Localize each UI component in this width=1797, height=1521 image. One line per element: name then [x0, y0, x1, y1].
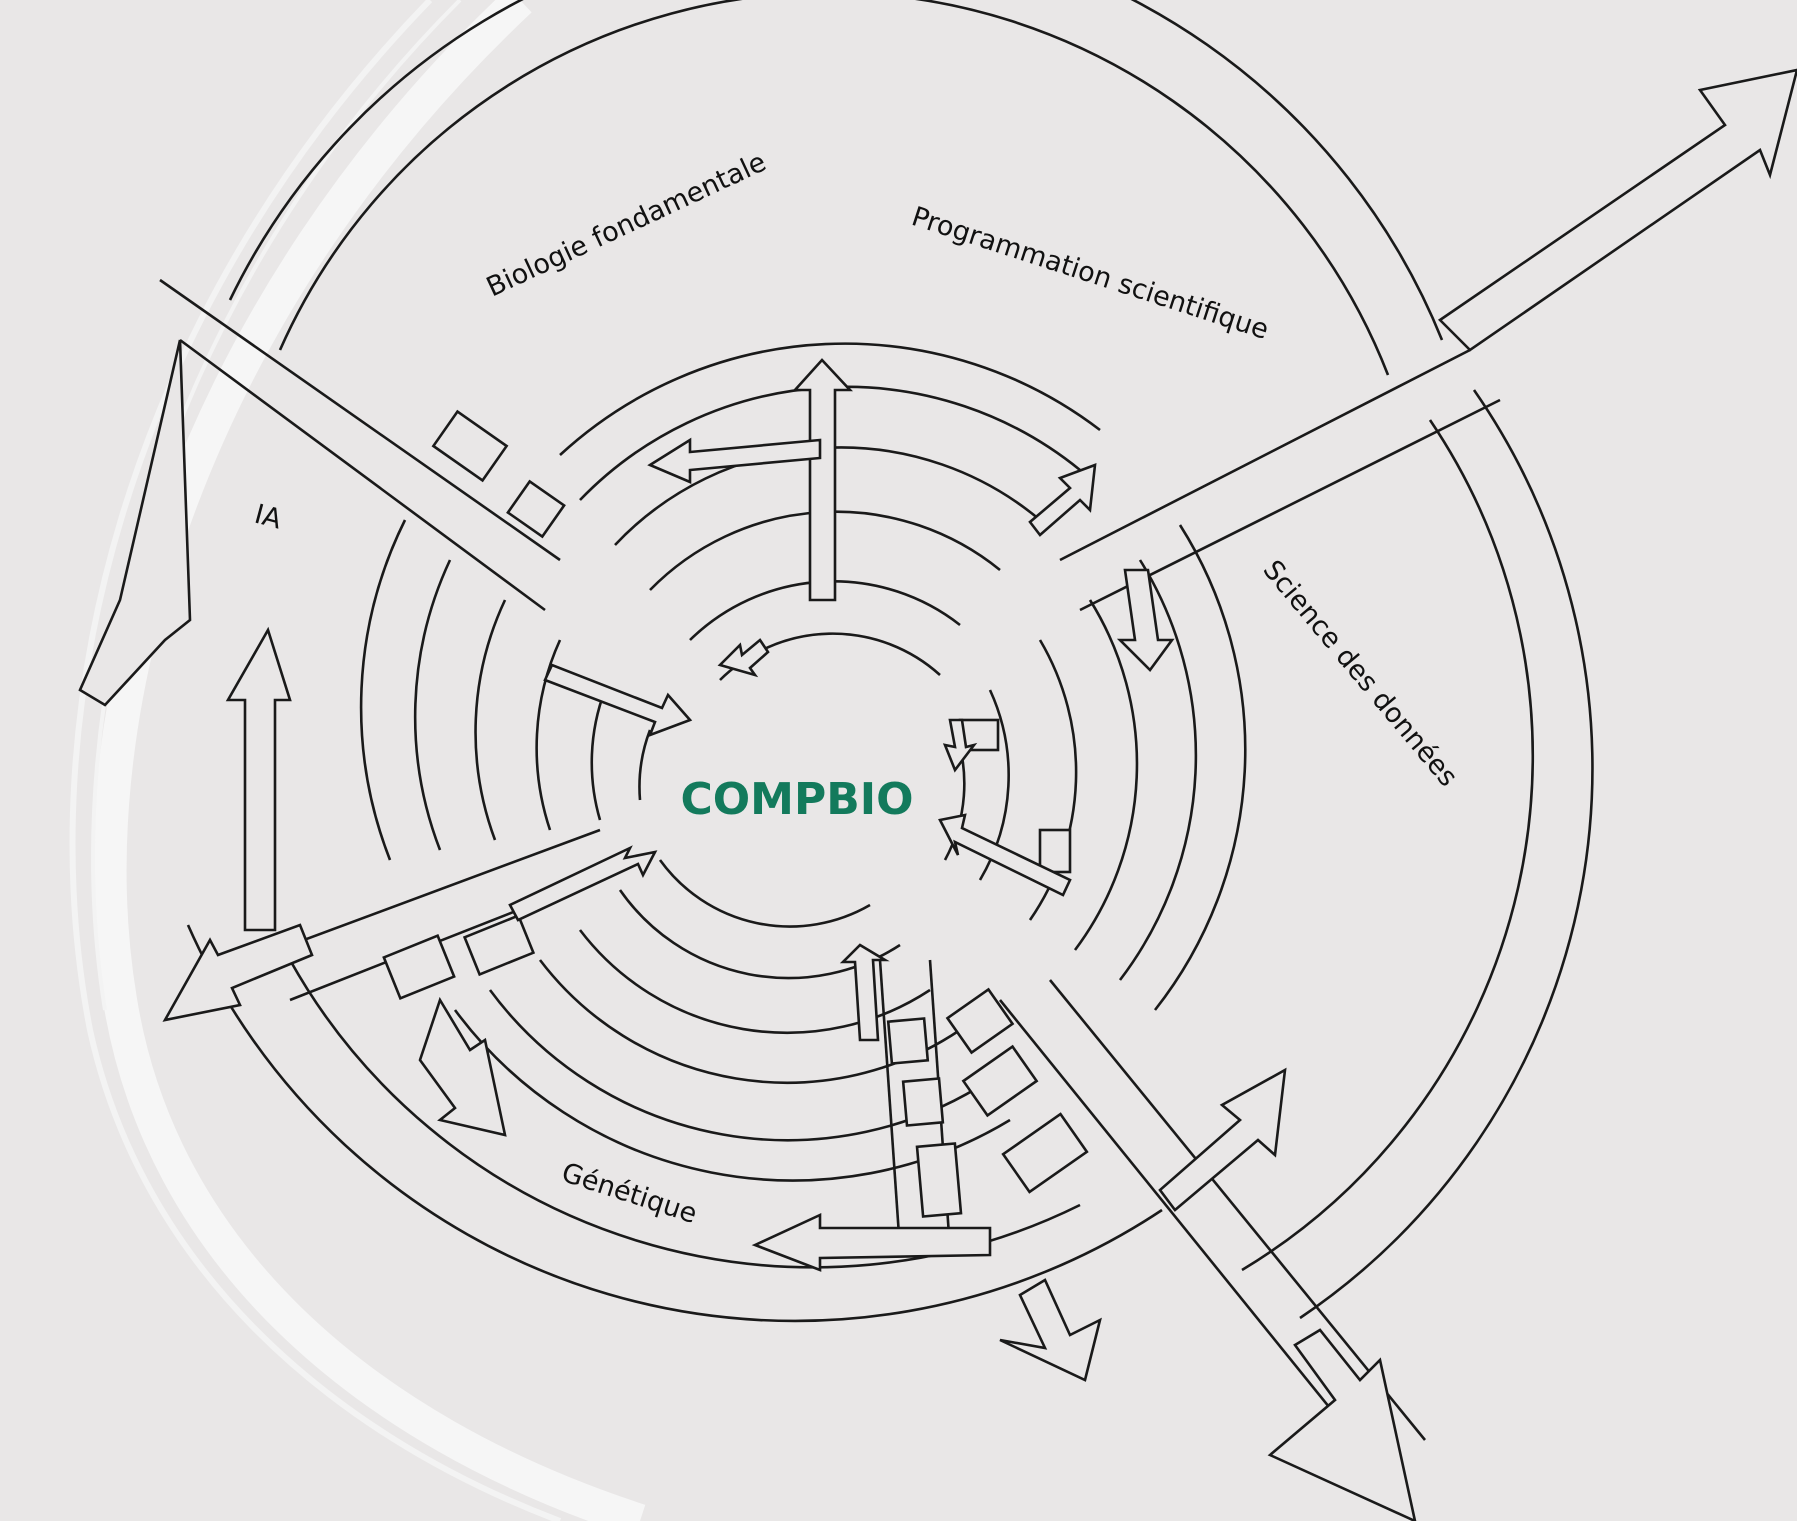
- corridor-blocks: [382, 409, 1089, 1218]
- maze-arrows: [78, 68, 1797, 1521]
- arrow-up-ia: [225, 626, 292, 932]
- arrow-up-bottom: [839, 943, 890, 1042]
- arrow-inner-right: [942, 718, 978, 773]
- arrow-inner-left: [717, 638, 770, 678]
- arrow-left-bottom: [751, 1212, 992, 1272]
- arrow-inner-top: [647, 437, 822, 484]
- arrow-down-left: [162, 923, 314, 1022]
- label-programmation-scientifique: Programmation scientifique: [908, 201, 1272, 346]
- arrow-down-genetique: [418, 996, 507, 1137]
- arrow-up-right: [1158, 1067, 1287, 1212]
- arrow-top-right-exit: [1437, 68, 1797, 352]
- label-science-des-donnees: Science des données: [1257, 555, 1464, 793]
- label-biologie-fondamentale: Biologie fondamentale: [482, 147, 771, 304]
- arrow-bottom-exit-2: [1267, 1328, 1417, 1521]
- arrow-left-exit: [78, 339, 192, 707]
- arrow-into-center-lower: [508, 845, 658, 922]
- arrow-top-right-inner: [1028, 463, 1097, 537]
- arrow-into-center-right: [938, 813, 1072, 897]
- background-swoosh: [69, 0, 646, 1521]
- arrow-bottom-exit-1: [999, 1278, 1102, 1382]
- arrow-into-center-left: [543, 663, 693, 738]
- arrow-down-right: [1116, 568, 1175, 672]
- center-title: COMPBIO: [680, 774, 913, 825]
- arrow-up-center: [792, 358, 853, 602]
- label-ia: IA: [251, 499, 285, 536]
